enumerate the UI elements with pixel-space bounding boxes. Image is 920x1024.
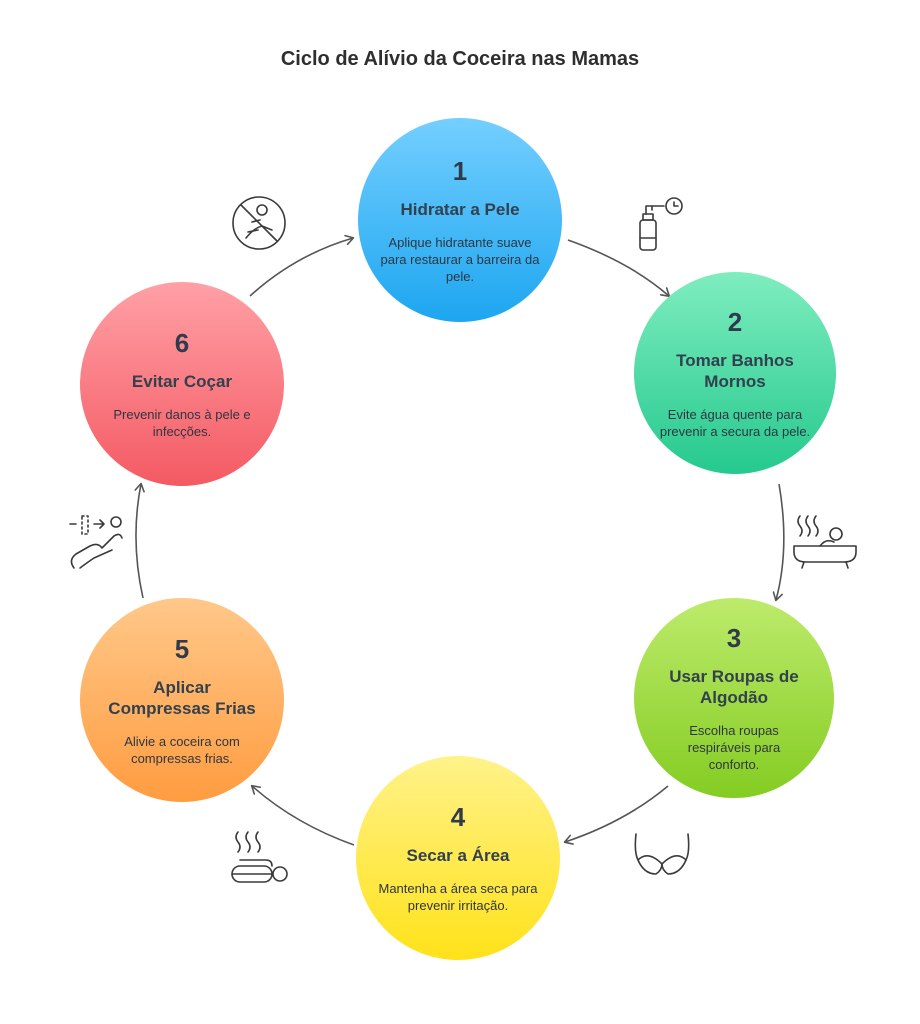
no-scratching-icon <box>232 196 286 250</box>
step-1-circle[interactable]: 1 Hidratar a Pele Aplique hidratante sua… <box>358 118 562 322</box>
arrow-6-to-1 <box>249 234 355 297</box>
step-6-description: Prevenir danos à pele e infecções. <box>113 407 251 439</box>
arrow-5-to-6 <box>134 482 145 599</box>
step-1-number: 1 <box>452 155 468 186</box>
diagram-title: Ciclo de Alívio da Coceira nas Mamas <box>280 48 640 70</box>
step-2-heading: Tomar Banhos Mornos <box>676 350 794 391</box>
step-6-heading: Evitar Coçar <box>131 372 233 391</box>
step-2-description: Evite água quente para prevenir a secura… <box>659 406 811 439</box>
step-4-number: 4 <box>450 802 466 832</box>
bra-icon <box>634 833 690 875</box>
step-6-number: 6 <box>174 328 190 358</box>
arrow-2-to-3 <box>772 483 785 602</box>
step-1-heading: Hidratar a Pele <box>400 199 520 219</box>
step-1-description: Aplique hidratante suave para restaurar … <box>380 234 540 284</box>
step-3-number: 3 <box>726 623 742 653</box>
arrow-3-to-4 <box>563 785 669 845</box>
step-3-circle[interactable]: 3 Usar Roupas de Algodão Escolha roupas … <box>634 598 834 798</box>
step-6-circle[interactable]: 6 Evitar Coçar Prevenir danos à pele e i… <box>80 282 284 486</box>
step-4-circle[interactable]: 4 Secar a Área Mantenha a área seca para… <box>356 756 560 960</box>
step-5-circle[interactable]: 5 Aplicar Compressas Frias Alivie a coce… <box>80 598 284 802</box>
step-4-heading: Secar a Área <box>406 846 510 865</box>
step-5-description: Alivie a coceira com compressas frias. <box>124 733 240 766</box>
step-2-number: 2 <box>727 306 743 337</box>
step-5-number: 5 <box>174 633 190 664</box>
step-4-description: Mantenha a área seca para prevenir irrit… <box>378 881 538 913</box>
cold-compress-icon <box>69 515 123 569</box>
lotion-bottle-clock-icon <box>639 197 683 251</box>
arrow-1-to-2 <box>567 239 671 298</box>
warm-bath-icon <box>793 515 857 569</box>
step-3-description: Escolha roupas respiráveis para conforto… <box>687 723 781 772</box>
arrow-4-to-5 <box>250 784 355 846</box>
step-5-heading: Aplicar Compressas Frias <box>108 677 256 718</box>
step-2-circle[interactable]: 2 Tomar Banhos Mornos Evite água quente … <box>634 272 836 474</box>
warm-towel-icon <box>231 831 288 883</box>
step-3-heading: Usar Roupas de Algodão <box>669 667 799 707</box>
